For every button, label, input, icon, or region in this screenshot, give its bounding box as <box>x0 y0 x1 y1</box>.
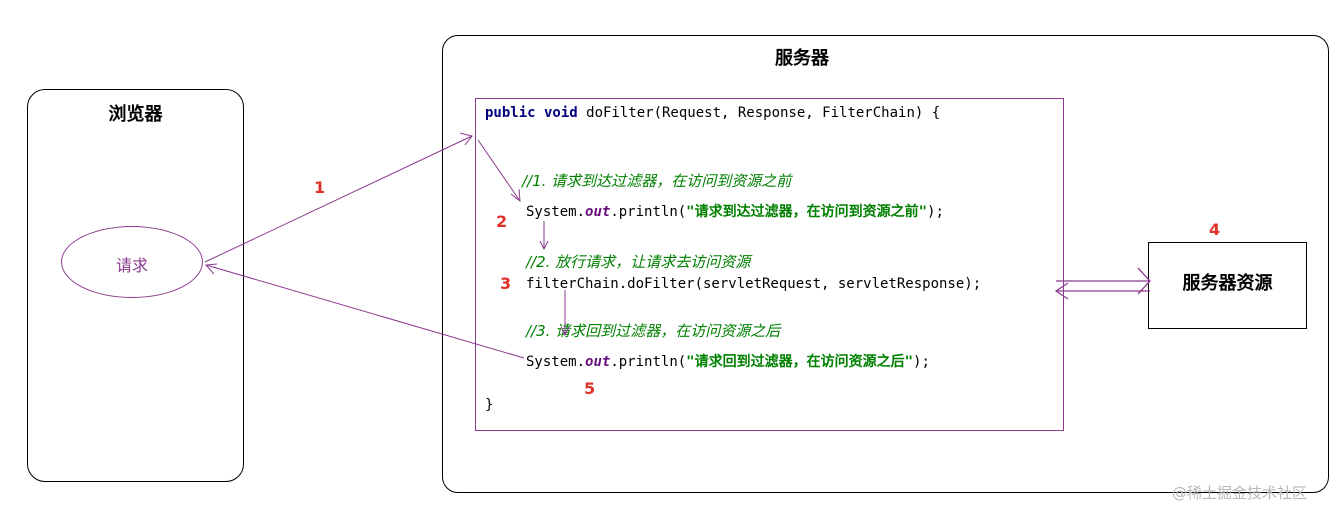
browser-title: 浏览器 <box>108 104 163 125</box>
code-line-println-after: System.out.println("请求回到过滤器，在访问资源之后"); <box>526 351 930 371</box>
step-2-label: 2 <box>496 212 508 231</box>
code-out-field: out <box>585 204 611 220</box>
code-string: "请求回到过滤器，在访问资源之后" <box>686 354 914 370</box>
code-line-println-before: System.out.println("请求到达过滤器，在访问到资源之前"); <box>526 201 944 221</box>
request-ellipse <box>61 226 203 298</box>
arrow-to-println-before <box>477 139 521 202</box>
arrow-head <box>560 326 570 337</box>
code-keyword: public void <box>485 105 578 121</box>
code-signature-rest: doFilter(Request, Response, FilterChain)… <box>577 105 941 121</box>
code-text: ); <box>913 354 930 370</box>
code-line-dofilter: filterChain.doFilter(servletRequest, ser… <box>526 276 982 292</box>
code-comment-2: //2. 放行请求，让请求去访问资源 <box>526 253 751 271</box>
code-box <box>475 98 1064 431</box>
server-resource-label: 服务器资源 <box>1182 273 1273 294</box>
code-text: .println( <box>610 204 687 220</box>
arrow-head <box>1054 282 1069 300</box>
arrow-request-to-filter <box>204 135 473 263</box>
arrow-head <box>204 263 218 275</box>
step-4-label: 4 <box>1209 220 1221 239</box>
arrow-head <box>539 240 549 251</box>
arrow-head <box>510 188 521 203</box>
step-1-label: 1 <box>314 178 326 197</box>
arrow-head <box>1137 267 1151 295</box>
code-comment-1: //1. 请求到达过滤器，在访问到资源之前 <box>522 172 792 190</box>
step-5-label: 5 <box>584 379 596 398</box>
server-box <box>442 35 1329 493</box>
request-label: 请求 <box>115 256 148 275</box>
server-title: 服务器 <box>775 48 829 69</box>
code-string: "请求到达过滤器，在访问到资源之前" <box>686 204 928 220</box>
arrow-head <box>459 132 473 146</box>
code-text: System. <box>526 204 586 220</box>
code-closing-brace: } <box>485 397 494 413</box>
browser-box <box>27 89 244 482</box>
watermark: @稀土掘金技术社区 <box>1172 484 1308 502</box>
code-out-field: out <box>585 354 611 370</box>
arrow-response-to-browser <box>205 264 525 359</box>
step-3-label: 3 <box>500 274 512 293</box>
code-text: ); <box>927 204 944 220</box>
code-text: System. <box>526 354 586 370</box>
server-resource-box <box>1148 242 1307 329</box>
code-line-method-signature: public void doFilter(Request, Response, … <box>485 105 940 121</box>
code-comment-3: //3. 请求回到过滤器，在访问资源之后 <box>526 322 781 340</box>
code-text: .println( <box>610 354 687 370</box>
